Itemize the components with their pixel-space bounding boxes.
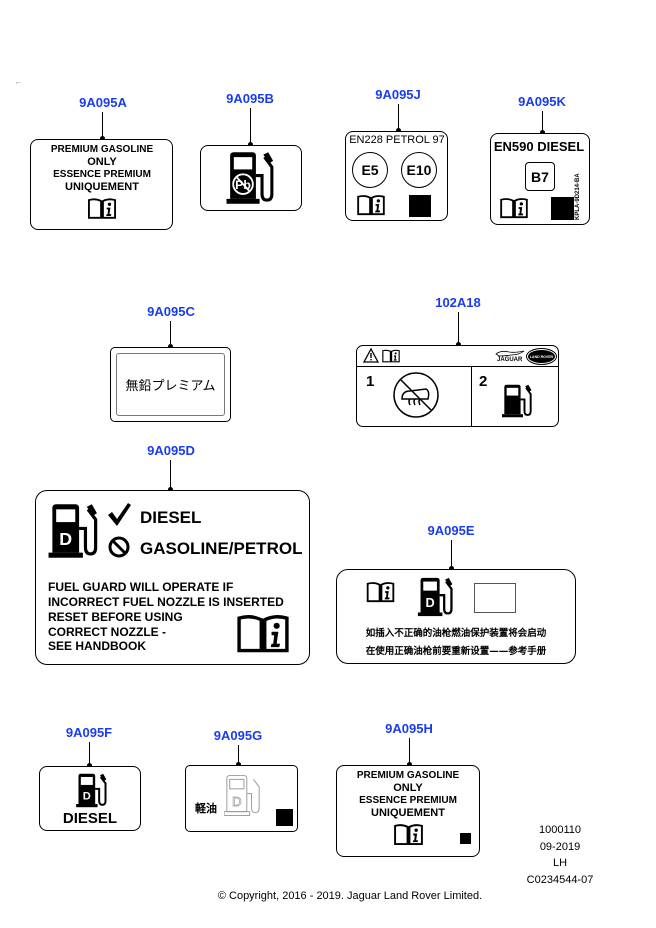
leader-line xyxy=(540,111,545,135)
gasoline-text: GASOLINE/PETROL xyxy=(140,539,303,558)
prohibited-icon xyxy=(108,536,130,558)
jaguar-logo xyxy=(495,350,525,357)
callout-9a095b[interactable]: 9A095B xyxy=(226,91,274,106)
callout-9a095f[interactable]: 9A095F xyxy=(65,725,113,740)
black-square xyxy=(276,809,293,826)
label-title: EN590 DIESEL xyxy=(493,139,585,154)
label-9a095f[interactable]: D DIESEL xyxy=(39,766,141,831)
step-number: 2 xyxy=(479,373,488,390)
step-number: 1 xyxy=(366,373,375,390)
label-text: ONLY xyxy=(393,782,423,794)
handbook-icon xyxy=(366,581,395,603)
corner-mark: ⌐ xyxy=(16,78,21,87)
label-text: ONLY xyxy=(87,156,117,168)
callout-9a095a[interactable]: 9A095A xyxy=(79,95,127,110)
label-text: PREMIUM GASOLINE xyxy=(50,144,154,155)
black-square xyxy=(409,195,431,217)
copyright-text: © Copyright, 2016 - 2019. Jaguar Land Ro… xyxy=(217,890,483,902)
warning-text: CORRECT NOZZLE - xyxy=(48,625,166,639)
label-9a095k[interactable]: EN590 DIESEL B7 KPLA-9D214-BA xyxy=(490,133,590,225)
e10-badge: E10 xyxy=(401,152,437,188)
e5-badge: E5 xyxy=(352,152,388,188)
black-square xyxy=(460,833,471,844)
callout-9a095k[interactable]: 9A095K xyxy=(518,94,566,109)
handbook-icon xyxy=(394,823,423,846)
diesel-pump-icon: D xyxy=(417,577,455,617)
label-9a095e[interactable]: D 如插入不正确的油枪燃油保护装置将会启动 在使用正确油枪前要重新设置——参考手… xyxy=(336,569,576,664)
illustration-ref: C0234544-07 xyxy=(526,874,594,886)
label-9a095c[interactable]: 無鉛プレミアム xyxy=(110,347,231,422)
warning-text: SEE HANDBOOK xyxy=(48,639,147,653)
svg-text:D: D xyxy=(59,529,72,549)
no-lead-fuel-pump-icon: Pb xyxy=(223,151,279,205)
handbook-icon xyxy=(357,194,385,216)
callout-9a095d[interactable]: 9A095D xyxy=(147,443,195,458)
leader-line xyxy=(87,742,92,768)
leader-line xyxy=(407,738,412,767)
label-text: UNIQUEMENT xyxy=(371,807,445,819)
diesel-pump-icon: D xyxy=(76,773,108,808)
label-text: UNIQUEMENT xyxy=(65,181,139,193)
warning-icon xyxy=(363,348,379,363)
svg-text:D: D xyxy=(425,595,434,610)
black-square xyxy=(551,197,574,220)
chinese-warning-text: 如插入不正确的油枪燃油保护装置将会启动 xyxy=(365,628,547,639)
warning-text: RESET BEFORE USING xyxy=(48,610,183,624)
leader-line xyxy=(449,540,454,571)
leader-line xyxy=(396,104,401,133)
leader-line xyxy=(168,321,173,349)
label-9a095d[interactable]: D DIESEL GASOLINE/PETROL FUEL GUARD WILL… xyxy=(35,490,310,665)
callout-9a095c[interactable]: 9A095C xyxy=(147,304,195,319)
label-102a18[interactable]: JAGUAR LAND ROVER 1 2 xyxy=(356,345,559,427)
divider xyxy=(357,366,558,367)
leader-line xyxy=(168,460,173,492)
svg-text:D: D xyxy=(83,790,91,802)
chinese-warning-text: 在使用正确油枪前要重新设置——参考手册 xyxy=(365,646,547,657)
warning-text: FUEL GUARD WILL OPERATE IF xyxy=(48,580,234,594)
label-text: ESSENCE PREMIUM xyxy=(359,795,457,806)
illustration-number: 1000110 xyxy=(538,824,582,836)
svg-text:D: D xyxy=(232,794,242,809)
warning-text: INCORRECT FUEL NOZZLE IS INSERTED xyxy=(48,595,284,609)
diesel-pump-outline-icon: D xyxy=(224,774,262,817)
callout-102a18[interactable]: 102A18 xyxy=(435,295,481,310)
leader-line xyxy=(248,108,253,147)
label-text: PREMIUM GASOLINE xyxy=(356,770,460,781)
leader-line xyxy=(456,312,461,347)
label-title: EN228 PETROL 97 xyxy=(349,134,445,146)
divider xyxy=(471,366,472,426)
label-text: ESSENCE PREMIUM xyxy=(53,169,151,180)
callout-9a095g[interactable]: 9A095G xyxy=(213,728,263,743)
handbook-icon xyxy=(88,197,116,220)
illustration-date: 09-2019 xyxy=(539,841,581,853)
diesel-text: DIESEL xyxy=(140,508,202,527)
leader-line xyxy=(236,745,241,767)
land-rover-logo: LAND ROVER xyxy=(526,348,557,365)
callout-9a095j[interactable]: 9A095J xyxy=(375,87,421,102)
label-9a095h[interactable]: PREMIUM GASOLINE ONLY ESSENCE PREMIUM UN… xyxy=(336,765,480,857)
jaguar-text: JAGUAR xyxy=(497,357,523,363)
label-9a095g[interactable]: 軽油 D xyxy=(185,765,298,832)
fuel-pump-icon xyxy=(502,383,533,419)
illustration-side: LH xyxy=(552,857,568,869)
no-smoke-icon xyxy=(393,372,439,418)
label-9a095a[interactable]: PREMIUM GASOLINE ONLY ESSENCE PREMIUM UN… xyxy=(30,139,173,230)
label-9a095j[interactable]: EN228 PETROL 97 E5 E10 xyxy=(345,131,448,221)
blank-box xyxy=(474,583,516,613)
handbook-icon xyxy=(237,613,289,654)
japanese-diesel-text: 軽油 xyxy=(195,802,217,815)
leader-line xyxy=(100,112,105,141)
part-number-text: KPLA-9D214-BA xyxy=(575,173,581,220)
b7-badge: B7 xyxy=(525,162,555,191)
callout-9a095e[interactable]: 9A095E xyxy=(427,523,475,538)
label-9a095b[interactable]: Pb xyxy=(200,145,302,211)
handbook-icon xyxy=(500,197,528,219)
japanese-premium-text: 無鉛プレミアム xyxy=(116,353,225,416)
diesel-pump-icon: D xyxy=(48,503,100,559)
checkmark-icon xyxy=(108,503,131,526)
diesel-text: DIESEL xyxy=(62,810,118,827)
handbook-icon xyxy=(382,349,400,363)
callout-9a095h[interactable]: 9A095H xyxy=(385,721,433,736)
